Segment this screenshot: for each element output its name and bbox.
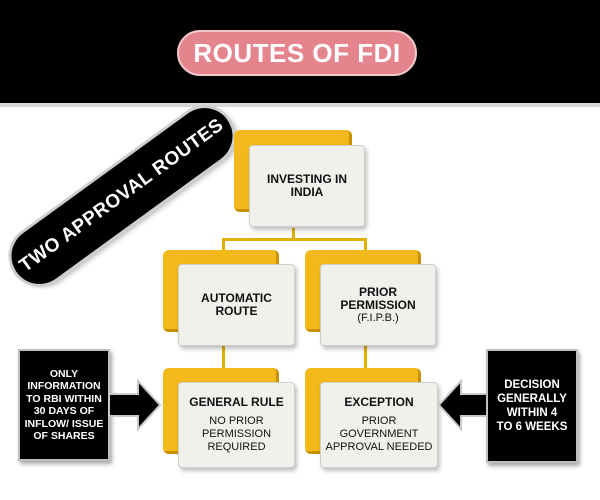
connector-horizontal	[222, 238, 366, 241]
left-info-line: OF SHARES	[33, 430, 95, 442]
root-node-label: INVESTING IN INDIA	[266, 172, 347, 199]
left-info-line: ONLY	[49, 367, 79, 380]
exception-text: PRIOR GOVERNMENT APPROVAL NEEDED	[326, 415, 433, 454]
general-rule-node: GENERAL RULE NO PRIOR PERMISSION REQUIRE…	[178, 382, 295, 468]
left-info-line: INFORMATION	[27, 380, 101, 392]
left-arrow-icon	[437, 378, 491, 432]
exception-line: APPROVAL NEEDED	[325, 441, 433, 453]
right-info-line: TO 6 WEEKS	[496, 421, 568, 433]
general-rule-line: NO PRIOR	[209, 415, 264, 427]
root-node: INVESTING IN INDIA	[249, 145, 365, 227]
prior-permission-node: PRIOR PERMISSION (F.I.P.B.)	[320, 264, 436, 346]
header-divider	[0, 103, 600, 107]
general-rule-line: REQUIRED	[207, 441, 266, 453]
connector-root-down	[292, 228, 295, 240]
prior-permission-subtitle: (F.I.P.B.)	[357, 311, 399, 324]
general-rule-text: NO PRIOR PERMISSION REQUIRED	[202, 415, 271, 454]
right-info-box: DECISION GENERALLY WITHIN 4 TO 6 WEEKS	[486, 349, 578, 463]
connector-prior-to-exception	[364, 346, 367, 372]
left-info-box: ONLY INFORMATION TO RBI WITHIN 30 DAYS O…	[18, 349, 110, 461]
left-info-line: TO RBI WITHIN	[26, 392, 102, 405]
connector-left-down	[222, 238, 225, 252]
automatic-route-label: AUTOMATIC ROUTE	[201, 291, 272, 318]
connector-right-down	[364, 238, 367, 252]
general-rule-line: PERMISSION	[201, 428, 272, 440]
automatic-route-node: AUTOMATIC ROUTE	[178, 264, 295, 346]
left-info-text: ONLY INFORMATION TO RBI WITHIN 30 DAYS O…	[25, 368, 104, 443]
prior-permission-label: PRIOR PERMISSION	[340, 284, 416, 312]
exception-line: PRIOR	[361, 415, 397, 427]
right-info-line: DECISION	[504, 379, 560, 391]
right-info-line: GENERALLY	[497, 393, 567, 405]
exception-line: GOVERNMENT	[339, 428, 419, 440]
exception-node: EXCEPTION PRIOR GOVERNMENT APPROVAL NEED…	[320, 382, 438, 468]
page-title: ROUTES OF FDI	[177, 30, 417, 76]
right-arrow-icon	[108, 378, 162, 432]
right-info-line: WITHIN 4	[506, 407, 558, 419]
connector-automatic-to-general	[222, 346, 225, 372]
left-info-line: 30 DAYS OF	[33, 405, 95, 417]
general-rule-title: GENERAL RULE	[189, 395, 284, 409]
exception-title: EXCEPTION	[344, 395, 414, 409]
right-info-text: DECISION GENERALLY WITHIN 4 TO 6 WEEKS	[497, 378, 568, 434]
left-info-line: INFLOW/ ISSUE	[24, 417, 104, 430]
